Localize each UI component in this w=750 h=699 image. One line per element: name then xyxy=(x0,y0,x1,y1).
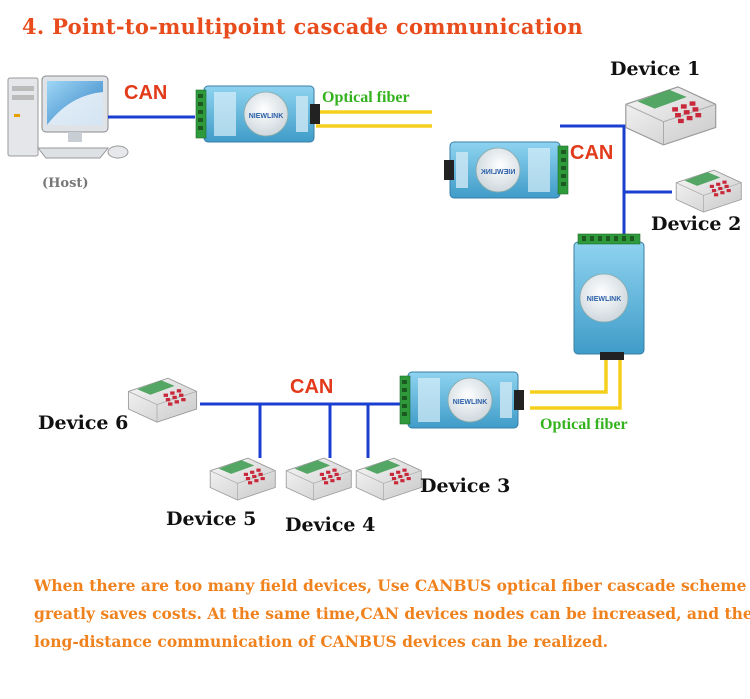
device-6-label: Device 6 xyxy=(38,412,129,434)
can-label-top: CAN xyxy=(124,82,168,104)
device-4-label: Device 4 xyxy=(285,514,376,536)
fiber-label-bottom: Optical fiber xyxy=(540,416,628,433)
host-computer-icon xyxy=(7,75,129,159)
converter-2 xyxy=(443,141,569,199)
page-title: 4. Point-to-multipoint cascade communica… xyxy=(22,14,583,39)
converter-4 xyxy=(399,371,525,429)
svg-text:NIEWLINK: NIEWLINK xyxy=(587,296,622,303)
footer-description: When there are too many field devices, U… xyxy=(34,572,750,656)
device-1-icon xyxy=(625,86,717,146)
footer-line-3: long-distance communication of CANBUS de… xyxy=(34,632,609,651)
converter-1 xyxy=(195,85,321,143)
device-2-icon xyxy=(675,169,742,213)
can-bus-lines xyxy=(108,115,672,458)
footer-line-2: greatly saves costs. At the same time,CA… xyxy=(34,604,750,623)
converter-3: NIEWLINK xyxy=(573,233,645,360)
can-label-right: CAN xyxy=(570,142,614,164)
fiber-label-top: Optical fiber xyxy=(322,89,410,106)
host-label: (Host) xyxy=(42,176,89,191)
device-1-label: Device 1 xyxy=(610,58,701,80)
device-3-icon xyxy=(355,457,422,501)
device-3-label: Device 3 xyxy=(420,475,511,497)
can-label-bottom: CAN xyxy=(290,376,334,398)
device-2-label: Device 2 xyxy=(651,213,742,235)
device-6-icon xyxy=(127,377,198,423)
footer-line-1: When there are too many field devices, U… xyxy=(34,576,747,595)
device-4-icon xyxy=(285,457,352,501)
device-5-icon xyxy=(209,457,276,501)
device-5-label: Device 5 xyxy=(166,508,257,530)
optical-fiber-lines xyxy=(316,110,622,410)
